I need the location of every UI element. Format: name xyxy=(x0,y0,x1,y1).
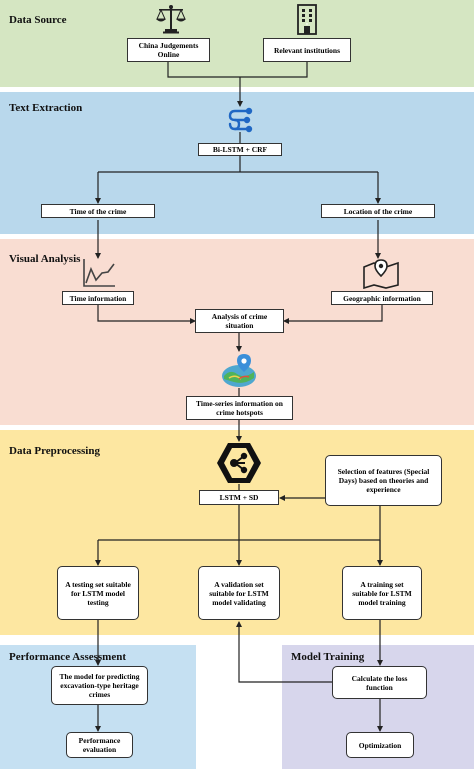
box-optimization: Optimization xyxy=(346,732,414,758)
box-geographic-information: Geographic information xyxy=(331,291,433,305)
connector-institutions-down xyxy=(240,61,308,78)
line-chart-icon xyxy=(82,258,116,288)
box-china-judgements-online: China Judgements Online xyxy=(127,38,210,62)
box-time-series-information: Time-series information on crime hotspot… xyxy=(186,396,293,420)
box-performance-evaluation: Performance evaluation xyxy=(66,732,133,758)
box-selection-of-features: Selection of features (Special Days) bas… xyxy=(325,455,442,506)
section-title-model-training: Model Training xyxy=(291,651,365,663)
connector-china-down xyxy=(167,61,240,78)
connector-bilstm-split xyxy=(98,156,378,173)
box-relevant-institutions: Relevant institutions xyxy=(263,38,351,62)
connector-feedback-to-validation xyxy=(236,621,332,683)
globe-location-icon xyxy=(220,352,258,388)
section-title-text-extraction: Text Extraction xyxy=(9,102,83,114)
connector-timeinfo-to-analysis xyxy=(97,305,196,324)
network-hexagon-icon xyxy=(216,441,262,485)
connector-lstm-split xyxy=(98,505,380,541)
box-analysis-of-crime-situation: Analysis of crime situation xyxy=(195,309,284,333)
box-time-information: Time information xyxy=(62,291,134,305)
section-title-data-preprocessing: Data Preprocessing xyxy=(9,445,100,457)
building-icon xyxy=(295,3,319,35)
section-title-visual-analysis: Visual Analysis xyxy=(9,253,81,265)
box-testing-set: A testing set suitable for LSTM model te… xyxy=(57,566,139,620)
band-data-source xyxy=(0,0,474,87)
section-title-data-source: Data Source xyxy=(9,14,67,26)
text-extraction-icon xyxy=(225,106,255,134)
box-location-of-crime: Location of the crime xyxy=(321,204,435,218)
box-calculate-loss-function: Calculate the loss function xyxy=(332,666,427,699)
box-validation-set: A validation set suitable for LSTM model… xyxy=(198,566,280,620)
box-training-set: A training set suitable for LSTM model t… xyxy=(342,566,422,620)
scales-of-justice-icon xyxy=(155,4,187,34)
box-time-of-crime: Time of the crime xyxy=(41,204,155,218)
box-prediction-model: The model for predicting excavation-type… xyxy=(51,666,148,705)
connector-geoinfo-to-analysis xyxy=(283,305,383,324)
map-pin-icon xyxy=(362,257,400,290)
box-bilstm-crf: Bi-LSTM + CRF xyxy=(198,143,282,156)
box-lstm-sd: LSTM + SD xyxy=(199,490,279,505)
